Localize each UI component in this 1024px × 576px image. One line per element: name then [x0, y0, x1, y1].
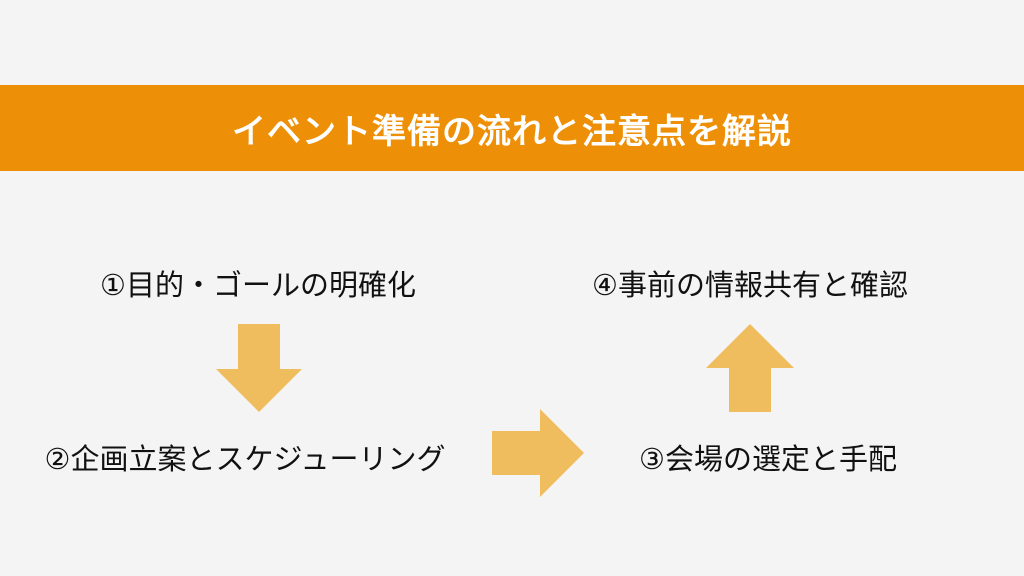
arrow-up-icon — [706, 324, 794, 412]
step-1-label: ①目的・ゴールの明確化 — [100, 268, 416, 302]
title-banner: イベント準備の流れと注意点を解説 — [0, 85, 1024, 171]
step-4-label: ④事前の情報共有と確認 — [592, 268, 908, 302]
step-2-label: ②企画立案とスケジューリング — [44, 442, 446, 476]
page-title: イベント準備の流れと注意点を解説 — [232, 111, 792, 152]
arrow-down-icon — [216, 324, 302, 412]
step-3-label: ③会場の選定と手配 — [639, 442, 897, 476]
arrow-right-icon — [492, 409, 584, 497]
